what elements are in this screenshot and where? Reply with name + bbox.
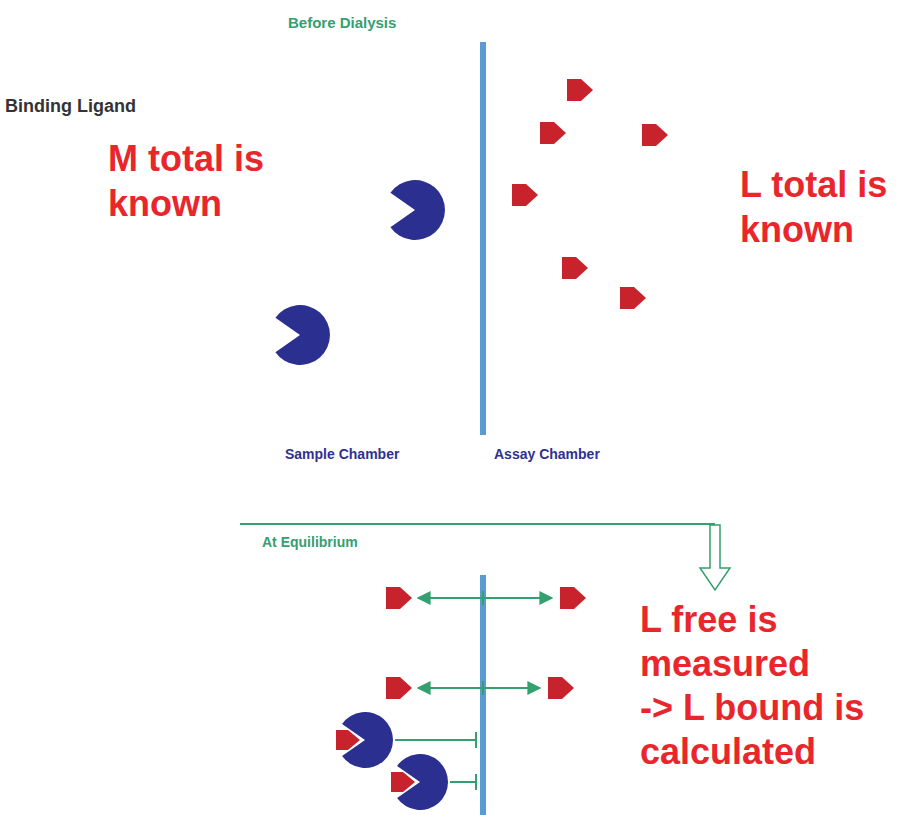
ligand [336, 730, 360, 750]
annotation: L free is measured [640, 598, 870, 686]
annotation: L total is known [740, 162, 912, 252]
membrane [480, 575, 486, 815]
ligand [548, 677, 574, 699]
exchange-arrow [418, 687, 540, 689]
ligand [386, 587, 412, 609]
blocked-line [450, 781, 476, 783]
stage-heading: Before Dialysis [288, 14, 396, 32]
ligand [562, 257, 588, 279]
blocked-line [395, 739, 476, 741]
ligand [386, 677, 412, 699]
ligand [567, 79, 593, 101]
exchange-arrow [418, 597, 552, 599]
membrane [480, 42, 486, 435]
macromolecule [275, 305, 330, 365]
ligand [642, 124, 668, 146]
block-bar [475, 732, 477, 748]
process-arrow [700, 525, 730, 590]
process-line [240, 523, 715, 525]
exchange-tick [482, 591, 484, 605]
ligand [512, 184, 538, 206]
exchange-tick [482, 681, 484, 695]
ligand [620, 287, 646, 309]
chamber-label: Sample Chamber [285, 446, 399, 463]
chamber-label: Assay Chamber [494, 446, 600, 463]
section-heading: Binding Ligand [5, 96, 136, 118]
ligand [391, 772, 415, 792]
ligand [560, 587, 586, 609]
stage-heading: At Equilibrium [262, 534, 358, 551]
macromolecule [390, 180, 445, 240]
annotation: M total is known [108, 136, 308, 226]
annotation: -> L bound is calculated [640, 686, 902, 774]
ligand [540, 122, 566, 144]
block-bar [475, 774, 477, 790]
